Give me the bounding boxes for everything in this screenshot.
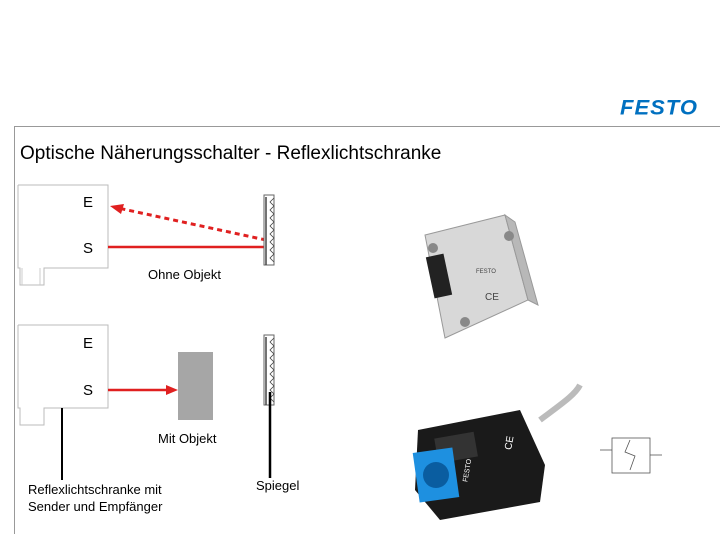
top-rule	[14, 126, 720, 127]
svg-text:FESTO: FESTO	[476, 269, 496, 275]
slide-title: Optische Näherungsschalter - Reflexlicht…	[20, 143, 442, 164]
circuit-symbol	[600, 437, 662, 474]
svg-text:CE: CE	[503, 435, 516, 451]
object-block	[178, 352, 213, 420]
mirror-annotation: Spiegel	[256, 478, 300, 493]
svg-text:FESTO: FESTO	[462, 458, 473, 483]
mirror-top	[263, 194, 275, 266]
receiver-label-top: E	[83, 194, 94, 211]
festo-logo: FESTO	[620, 95, 698, 120]
caption-mit-objekt: Mit Objekt	[158, 431, 217, 446]
sensor-bottom	[17, 324, 109, 426]
beam-arrowhead-bottom	[166, 385, 178, 395]
product-image-black-sensor: CE FESTO	[412, 383, 583, 520]
sensor-annotation: Reflexlichtschranke mit Sender und Empfä…	[28, 482, 163, 514]
receiver-label-bottom: E	[83, 335, 94, 352]
sender-label-bottom: S	[83, 382, 94, 399]
sender-label-top: S	[83, 240, 94, 257]
beam-arrowhead-top	[110, 204, 124, 214]
beam-return-top	[117, 206, 267, 242]
product-image-grey-sensor: FESTO CE	[424, 213, 539, 339]
caption-ohne-objekt: Ohne Objekt	[148, 267, 221, 282]
left-rule	[14, 126, 15, 534]
svg-text:CE: CE	[485, 292, 499, 303]
sensor-top	[17, 184, 109, 286]
